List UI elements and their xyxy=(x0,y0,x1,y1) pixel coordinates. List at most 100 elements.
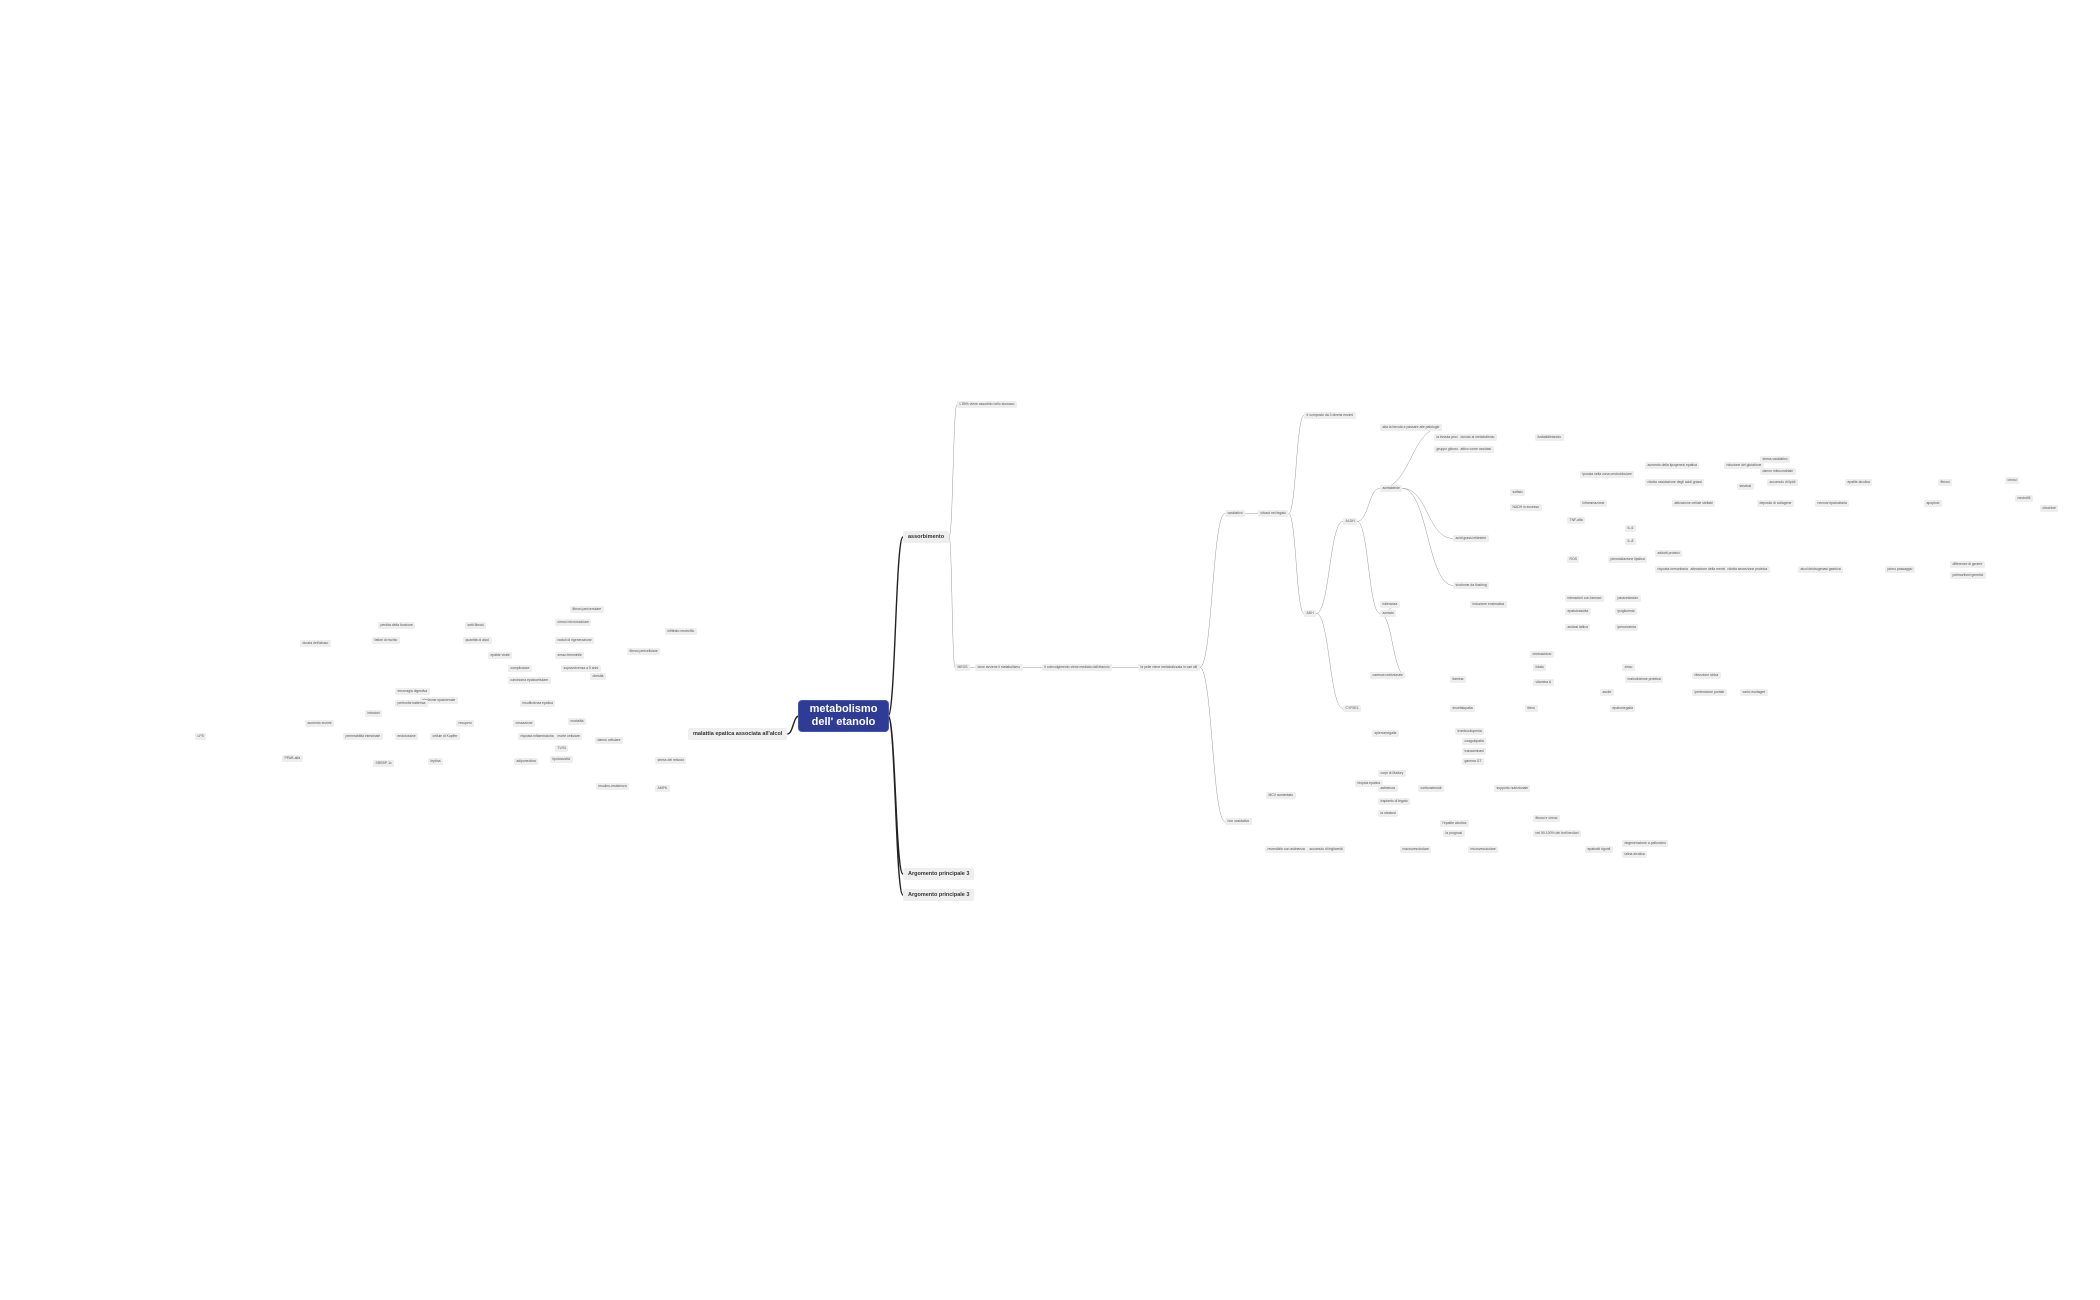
node-l28[interactable]: TNF-alfa xyxy=(1567,517,1586,524)
node-l34[interactable]: risposta immunitaria xyxy=(1655,566,1691,573)
node-l50[interactable]: chetoacidosi xyxy=(1530,651,1554,658)
node-meos[interactable]: MEOS xyxy=(955,664,970,671)
node-aldh[interactable]: ALDH xyxy=(1343,518,1358,525)
node-l41[interactable]: sindrome da flushing xyxy=(1453,582,1490,589)
node-l1[interactable]: alta la bevuta e passare alle patologie xyxy=(1380,424,1442,431)
node-m9[interactable]: microvescicolare xyxy=(1468,846,1499,853)
node-composto[interactable]: è composto da 3 diversi enzimi xyxy=(1304,412,1356,419)
node-acetaldeide[interactable]: acetaldeide xyxy=(1380,485,1403,492)
node-m8[interactable]: macrovescicolare xyxy=(1400,846,1432,853)
node-l18[interactable]: epatite alcolica xyxy=(1845,479,1873,486)
node-m50[interactable]: SREBP-1c xyxy=(373,760,395,767)
node-l73[interactable]: corticosteroidi xyxy=(1418,785,1444,792)
node-m49[interactable]: leptina xyxy=(428,758,443,765)
node-m19[interactable]: perdita della funzione xyxy=(378,622,416,629)
node-m16[interactable]: cirrosi micronodulare xyxy=(555,619,592,626)
node-m23[interactable]: sesso femminile xyxy=(555,652,585,659)
node-l71[interactable]: corpi di Mallory xyxy=(1378,770,1406,777)
node-l8[interactable]: solfato xyxy=(1510,489,1525,496)
node-cyp[interactable]: CYP2E1 xyxy=(1343,705,1362,712)
node-l61[interactable]: encefalopatia xyxy=(1450,705,1476,712)
node-m43[interactable]: permeabilità intestinale xyxy=(343,733,383,740)
node-m27[interactable]: complicanze xyxy=(508,665,532,672)
node-l43[interactable]: induzione enzimatica xyxy=(1470,601,1507,608)
node-l59[interactable]: ascite xyxy=(1600,689,1614,696)
node-l54[interactable]: vitamina A xyxy=(1533,679,1554,686)
node-l9[interactable]: NADH in eccesso xyxy=(1510,504,1542,511)
topic-assorbimento[interactable]: assorbimento xyxy=(903,531,950,543)
node-m1[interactable]: la steatosi xyxy=(1378,810,1399,817)
node-l40[interactable]: polimorfismi genetici xyxy=(1950,572,1986,579)
node-l20[interactable]: cirrosi xyxy=(2005,477,2020,484)
topic-malattia-epatica[interactable]: malattia epatica associata all'alcol xyxy=(688,728,788,740)
node-m47[interactable]: lipotossicità xyxy=(550,756,573,763)
node-m14[interactable]: fibrosi pericellulare xyxy=(627,648,661,655)
node-m10[interactable]: epatociti rigonfi xyxy=(1585,846,1613,853)
node-l60[interactable]: varici esofagee xyxy=(1740,689,1768,696)
node-l29[interactable]: IL-6 xyxy=(1625,525,1636,532)
node-l17[interactable]: accumulo di lipidi xyxy=(1767,479,1798,486)
node-ossidativo[interactable]: ossidativo xyxy=(1225,510,1246,517)
node-l22[interactable]: attivazione cellule stellate xyxy=(1672,500,1716,507)
node-l56[interactable]: malnutrizione proteica xyxy=(1625,676,1664,683)
node-m5[interactable]: nel 90-100% dei forti bevitori xyxy=(1533,830,1581,837)
node-m4[interactable]: la prognosi xyxy=(1443,830,1465,837)
node-l4[interactable]: dovuto al metabolismo xyxy=(1458,434,1497,441)
node-citosol[interactable]: citosol nel fegato xyxy=(1258,510,1289,517)
node-m11[interactable]: degenerazione a palloncino xyxy=(1622,840,1669,847)
node-l55[interactable]: zinco xyxy=(1622,664,1635,671)
node-l42[interactable]: tolleranza xyxy=(1380,601,1400,608)
node-l36[interactable]: ridotta secrezione proteica xyxy=(1725,566,1770,573)
node-l24[interactable]: necrosi epatocitaria xyxy=(1815,500,1850,507)
node-l51[interactable]: carenza nutrizionale xyxy=(1370,672,1406,679)
node-l70[interactable]: biopsia epatica xyxy=(1355,780,1383,787)
node-m28[interactable]: carcinoma epatocellulare xyxy=(508,677,551,684)
node-m25[interactable]: obesità xyxy=(590,673,606,680)
node-non-ossidativo[interactable]: non ossidativo xyxy=(1225,818,1252,825)
node-m40[interactable]: risposta infiammatoria xyxy=(518,733,557,740)
node-acetato[interactable]: acetato xyxy=(1380,610,1397,617)
node-l67[interactable]: transaminasi xyxy=(1462,748,1487,755)
node-l3[interactable]: gruppo glicuronici xyxy=(1434,446,1466,453)
node-m13[interactable]: infiltrato neutrofilo xyxy=(665,628,697,635)
node-l23[interactable]: deposito di collagene xyxy=(1757,500,1794,507)
node-m48[interactable]: adiponectina xyxy=(514,758,539,765)
node-l19[interactable]: fibrosi xyxy=(1938,479,1953,486)
node-l44[interactable]: interazioni con farmaci xyxy=(1565,595,1604,602)
node-rs2[interactable]: il coinvolgimento viene mediato dall'eta… xyxy=(1042,664,1113,671)
node-l21[interactable]: infiammazione xyxy=(1580,500,1607,507)
node-l53[interactable]: folato xyxy=(1533,664,1547,671)
node-m20[interactable]: fattori di rischio xyxy=(372,637,400,644)
node-l16[interactable]: steatosi xyxy=(1737,483,1754,490)
node-m3[interactable]: fibrosi e cirrosi xyxy=(1533,815,1560,822)
node-l31[interactable]: ROS xyxy=(1567,556,1580,563)
node-l2[interactable]: la bevuta provoca danni xyxy=(1434,434,1476,441)
node-m24[interactable]: epatite virale xyxy=(488,652,513,659)
node-adh[interactable]: ADH xyxy=(1304,610,1317,617)
node-l52[interactable]: tiamina xyxy=(1450,676,1466,683)
node-m46[interactable]: stress del reticolo xyxy=(655,757,687,764)
node-l75[interactable]: trapianto di fegato xyxy=(1378,798,1411,805)
node-m17[interactable]: noduli di rigenerazione xyxy=(555,637,595,644)
node-l64[interactable]: splenomegalia xyxy=(1372,730,1399,737)
root-node[interactable]: metabolismo dell' etanolo xyxy=(799,701,888,731)
node-l72[interactable]: astinenza xyxy=(1378,785,1398,792)
node-m51[interactable]: PPAR-alfa xyxy=(282,755,303,762)
node-m42[interactable]: endotossine xyxy=(395,733,419,740)
node-m41[interactable]: cellule di Kupffer xyxy=(430,733,461,740)
node-m37[interactable]: aumento enzimi xyxy=(305,720,334,727)
node-m26[interactable]: sopravvivenza a 5 anni xyxy=(561,665,601,672)
node-l27[interactable]: citochine xyxy=(2040,505,2059,512)
node-m39[interactable]: morte cellulare xyxy=(555,733,583,740)
node-l65[interactable]: trombocitopenia xyxy=(1455,728,1485,735)
node-m18[interactable]: setti fibrosi xyxy=(465,622,487,629)
node-m45[interactable]: TLR4 xyxy=(555,745,569,752)
node-m31[interactable]: emorragia digestiva xyxy=(395,688,430,695)
node-l63[interactable]: epatomegalia xyxy=(1610,705,1636,712)
node-m2[interactable]: l'epatite alcolica xyxy=(1440,820,1469,827)
node-l10[interactable]: ipossia nella zona centrolobulare xyxy=(1580,471,1635,478)
node-l68[interactable]: gamma GT xyxy=(1462,758,1484,765)
node-m33[interactable]: infezioni xyxy=(365,710,383,717)
node-m29[interactable]: insufficienza epatica xyxy=(520,700,556,707)
